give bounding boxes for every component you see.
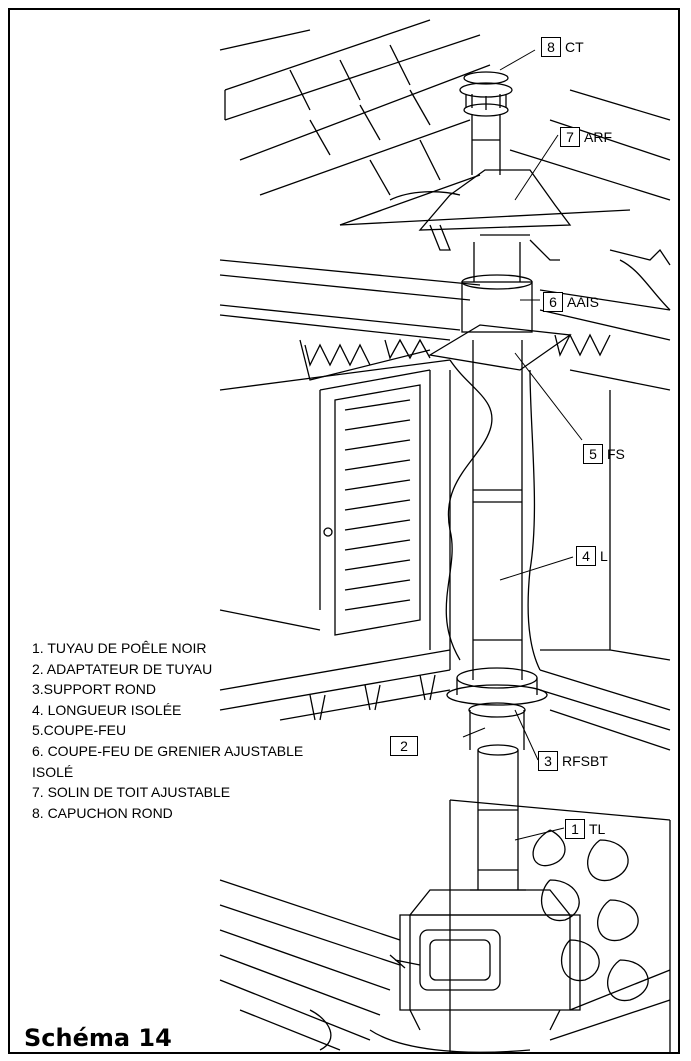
callout-number: 4 [576, 546, 596, 566]
callout-code: TL [589, 821, 606, 837]
legend-item: 7. SOLIN DE TOIT AJUSTABLE [32, 784, 231, 801]
figure-title: Schéma 14 [24, 1024, 172, 1052]
stone-wall-drawing [449, 799, 671, 1052]
callout-number: 3 [538, 751, 558, 771]
room-drawing [219, 369, 671, 670]
legend-item: 4. LONGUEUR ISOLÉE [32, 701, 182, 718]
legend-item: 2. ADAPTATEUR DE TUYAU [32, 660, 213, 677]
leader-lines [462, 49, 583, 841]
callout-code: FS [607, 446, 625, 462]
chimney-installation-drawing [219, 19, 671, 1052]
callout-round-cap: 8 CT [541, 37, 584, 57]
callout-code: ARF [584, 129, 612, 145]
callout-number: 5 [583, 444, 603, 464]
callout-number: 1 [565, 819, 585, 839]
legend-item: 6. COUPE-FEU DE GRENIER AJUSTABLE [32, 742, 304, 759]
legend-item: 8. CAPUCHON ROND [32, 804, 173, 821]
legend-item: 5.COUPE-FEU [32, 722, 127, 739]
callout-code: RFSBT [562, 753, 608, 769]
callout-code: L [600, 548, 608, 564]
callout-number: 8 [541, 37, 561, 57]
wood-stove-drawing [369, 889, 581, 1052]
parts-legend: 1. TUYAU DE POÊLE NOIR 2. ADAPTATEUR DE … [32, 638, 332, 823]
round-cap-drawing [459, 71, 513, 175]
callout-code: CT [565, 39, 584, 55]
callout-black-stove-pipe: 1 TL [565, 819, 605, 839]
callout-round-support: 3 RFSBT [538, 751, 608, 771]
callout-number: 7 [560, 127, 580, 147]
callout-number: 2 [390, 736, 418, 756]
ceiling-support-drawing [219, 649, 671, 751]
legend-item: 1. TUYAU DE POÊLE NOIR [32, 640, 207, 656]
chimney-pipe-drawing [472, 340, 523, 680]
stove-pipe-drawing [470, 744, 526, 891]
callout-adjustable-roof-flashing: 7 ARF [560, 127, 612, 147]
callout-code: AAIS [567, 294, 599, 310]
callout-pipe-adapter: 2 [390, 736, 422, 756]
attic-drawing [219, 242, 671, 671]
roof-flashing-drawing [418, 169, 572, 236]
callout-number: 6 [543, 292, 563, 312]
callout-insulated-length: 4 L [576, 546, 608, 566]
floor-drawing [219, 879, 671, 1051]
diagram-frame: 8 CT 7 ARF 6 AAIS 5 FS 4 L 3 RFSBT 2 1 T… [8, 8, 680, 1054]
legend-item: ISOLÉ [32, 763, 74, 780]
callout-fire-stop: 5 FS [583, 444, 625, 464]
callout-attic-insulation-shield: 6 AAIS [543, 292, 599, 312]
roof-drawing [219, 19, 671, 311]
legend-item: 3.SUPPORT ROND [32, 681, 156, 698]
